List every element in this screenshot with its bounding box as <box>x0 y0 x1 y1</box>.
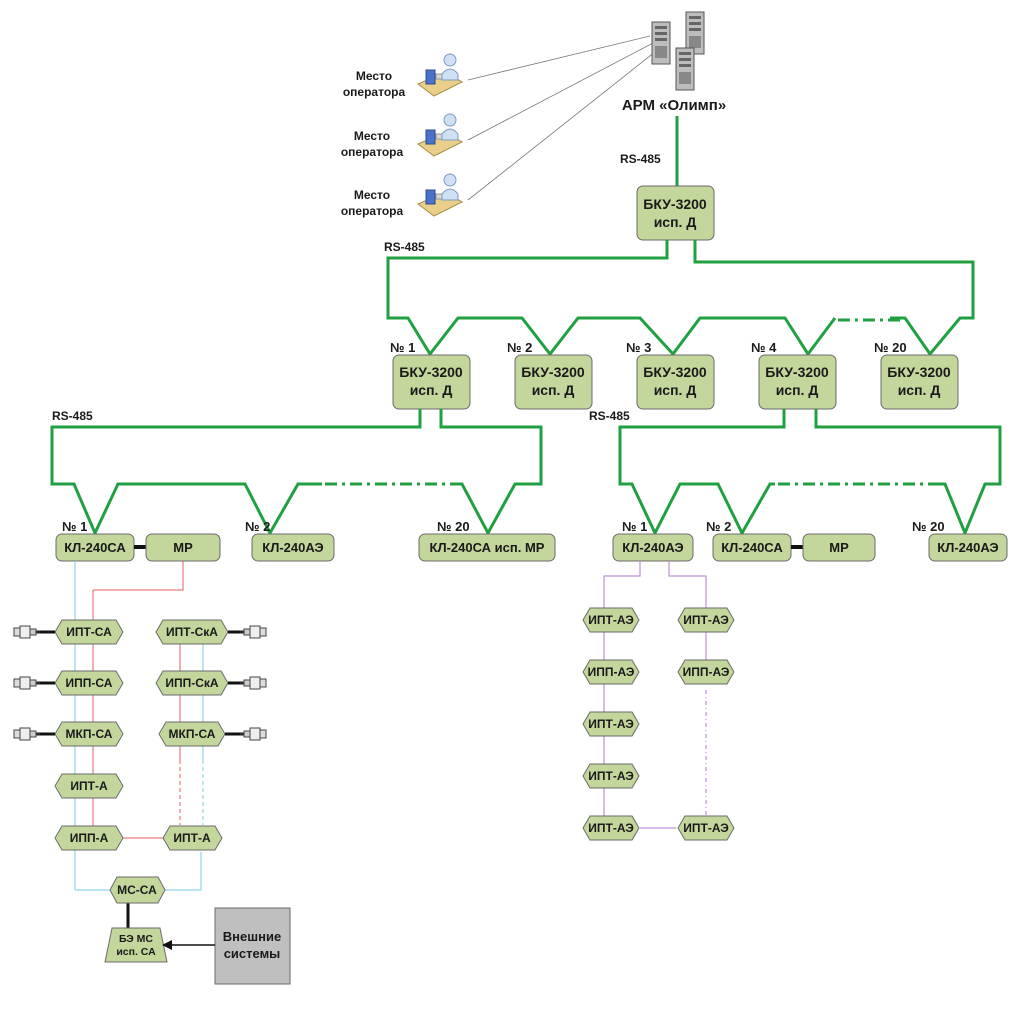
device-ipt-ae-3: ИПТ-АЭ <box>582 763 640 789</box>
device-ipt-ae-4: ИПТ-АЭ <box>582 815 640 841</box>
device-mkp-sa: МКП-СА <box>13 721 124 747</box>
server-icon <box>651 11 705 91</box>
svg-text:№ 20: № 20 <box>874 340 907 355</box>
device-ipp-sa: ИПП-СА <box>13 670 124 696</box>
device-ipp-ae-2: ИПП-АЭ <box>677 659 735 685</box>
svg-text:№ 2: № 2 <box>706 519 731 534</box>
svg-text:МКП-СА: МКП-СА <box>66 727 113 741</box>
svg-text:КЛ-240АЭ: КЛ-240АЭ <box>622 540 683 555</box>
svg-text:№ 4: № 4 <box>751 340 777 355</box>
svg-text:ИПП-А: ИПП-А <box>70 831 109 845</box>
svg-text:ИПП-АЭ: ИПП-АЭ <box>588 665 635 679</box>
svg-text:№ 1: № 1 <box>622 519 647 534</box>
kl-left-20: № 20 КЛ-240СА исп. МР <box>418 519 556 562</box>
bus-left <box>50 409 543 537</box>
device-ipp-ae-1: ИПП-АЭ <box>582 659 640 685</box>
device-ipt-a-2: ИПТ-А <box>162 825 223 851</box>
rs485-label: RS-485 <box>589 409 630 423</box>
svg-text:МКП-СА: МКП-СА <box>169 727 216 741</box>
svg-text:КЛ-240СА: КЛ-240СА <box>64 540 126 555</box>
device-ipt-ska: ИПТ-СкА <box>155 619 267 645</box>
svg-text:ИПТ-АЭ: ИПТ-АЭ <box>683 613 729 627</box>
svg-text:МР: МР <box>829 540 849 555</box>
rs485-label: RS-485 <box>384 240 425 254</box>
device-mkp-sa-2: МКП-СА <box>158 721 267 747</box>
svg-text:ИПП-АЭ: ИПП-АЭ <box>683 665 730 679</box>
svg-text:КЛ-240СА исп. МР: КЛ-240СА исп. МР <box>430 540 545 555</box>
svg-text:№ 3: № 3 <box>626 340 651 355</box>
rs485-label: RS-485 <box>52 409 93 423</box>
operator-links <box>467 35 661 201</box>
device-ipp-ska: ИПП-СкА <box>155 670 267 696</box>
device-ipp-a: ИПП-А <box>54 825 124 851</box>
device-ipt-a: ИПТ-А <box>54 773 124 799</box>
kl-left-2: № 2 КЛ-240АЭ <box>245 519 335 562</box>
svg-text:КЛ-240АЭ: КЛ-240АЭ <box>937 540 998 555</box>
device-ipt-sa: ИПТ-СА <box>13 619 124 645</box>
svg-text:№ 2: № 2 <box>507 340 532 355</box>
svg-text:№ 20: № 20 <box>437 519 470 534</box>
svg-text:ИПТ-СкА: ИПТ-СкА <box>166 625 218 639</box>
device-ipt-ae-2: ИПТ-АЭ <box>582 711 640 737</box>
svg-text:ИПТ-АЭ: ИПТ-АЭ <box>588 769 634 783</box>
arm-label: АРМ «Олимп» <box>622 97 726 114</box>
svg-text:ИПП-СА: ИПП-СА <box>66 676 113 690</box>
bus-level-2 <box>386 240 975 357</box>
svg-text:ИПТ-А: ИПТ-А <box>173 831 211 845</box>
bus-right <box>618 409 1002 537</box>
svg-text:№ 2: № 2 <box>245 519 270 534</box>
svg-text:ИПТ-А: ИПТ-А <box>70 779 108 793</box>
kl-right-20: № 20 КЛ-240АЭ <box>912 519 1008 562</box>
kl-right-2: № 2 КЛ-240СА МР <box>706 519 876 562</box>
svg-text:ИПТ-АЭ: ИПТ-АЭ <box>588 821 634 835</box>
device-ipt-ae-6: ИПТ-АЭ <box>677 815 735 841</box>
svg-text:ИПТ-АЭ: ИПТ-АЭ <box>588 613 634 627</box>
svg-text:№ 1: № 1 <box>62 519 87 534</box>
svg-text:ИПТ-АЭ: ИПТ-АЭ <box>588 717 634 731</box>
svg-text:№ 20: № 20 <box>912 519 945 534</box>
svg-text:КЛ-240СА: КЛ-240СА <box>721 540 783 555</box>
svg-text:КЛ-240АЭ: КЛ-240АЭ <box>262 540 323 555</box>
device-ipt-ae-1: ИПТ-АЭ <box>582 607 640 633</box>
svg-text:ИПТ-АЭ: ИПТ-АЭ <box>683 821 729 835</box>
svg-text:МР: МР <box>173 540 193 555</box>
device-mc-sa: МС-СА <box>109 876 166 904</box>
svg-text:ИПТ-СА: ИПТ-СА <box>66 625 112 639</box>
kl-right-1: № 1 КЛ-240АЭ <box>612 519 694 562</box>
rs485-label: RS-485 <box>620 152 661 166</box>
device-ipt-ae-5: ИПТ-АЭ <box>677 607 735 633</box>
svg-text:ИПП-СкА: ИПП-СкА <box>165 676 219 690</box>
svg-text:№ 1: № 1 <box>390 340 415 355</box>
svg-text:МС-СА: МС-СА <box>117 883 157 897</box>
kl-left-1: № 1 КЛ-240СА МР <box>55 519 221 562</box>
